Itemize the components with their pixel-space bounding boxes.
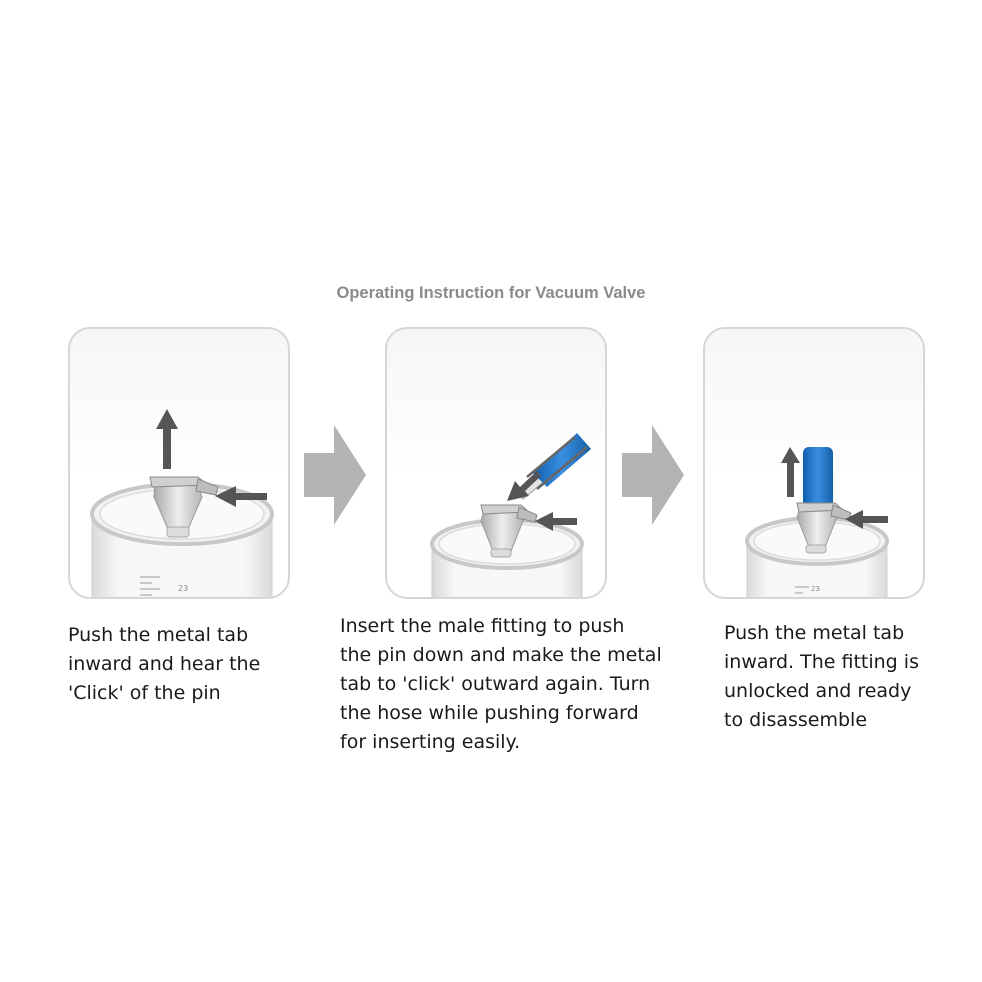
step-2-panel	[385, 327, 607, 599]
metal-tab	[195, 478, 219, 496]
step-3-caption: Push the metal tab inward. The fitting i…	[724, 622, 919, 731]
step-3-panel: 23	[703, 327, 925, 599]
vacuum-valve	[796, 502, 852, 554]
cylinder-mark: 23	[178, 584, 188, 593]
up-arrow	[156, 409, 178, 469]
cylinder-mark: 23	[811, 585, 820, 593]
blue-hose	[803, 447, 833, 507]
insert-arrow	[507, 471, 541, 501]
next-step-arrow-1	[304, 425, 366, 525]
diagram-title: Operating Instruction for Vacuum Valve	[336, 284, 646, 302]
vacuum-valve	[149, 476, 219, 538]
step-2-illustration	[430, 433, 591, 597]
inward-arrow	[215, 486, 267, 507]
step-3-illustration: 23	[745, 447, 889, 597]
up-arrow	[781, 447, 800, 497]
inward-arrow	[535, 512, 577, 531]
step-2-caption: Insert the male fitting to push the pin …	[340, 615, 662, 753]
inward-arrow	[845, 510, 888, 529]
step-1-caption: Push the metal tab inward and hear the '…	[68, 624, 261, 704]
step-1-illustration: 23	[90, 409, 274, 597]
hose-clip	[526, 436, 588, 490]
step-1-panel: 23	[68, 327, 290, 599]
vacuum-valve	[480, 504, 538, 558]
metal-tab	[516, 506, 538, 523]
next-step-arrow-2	[622, 425, 684, 525]
